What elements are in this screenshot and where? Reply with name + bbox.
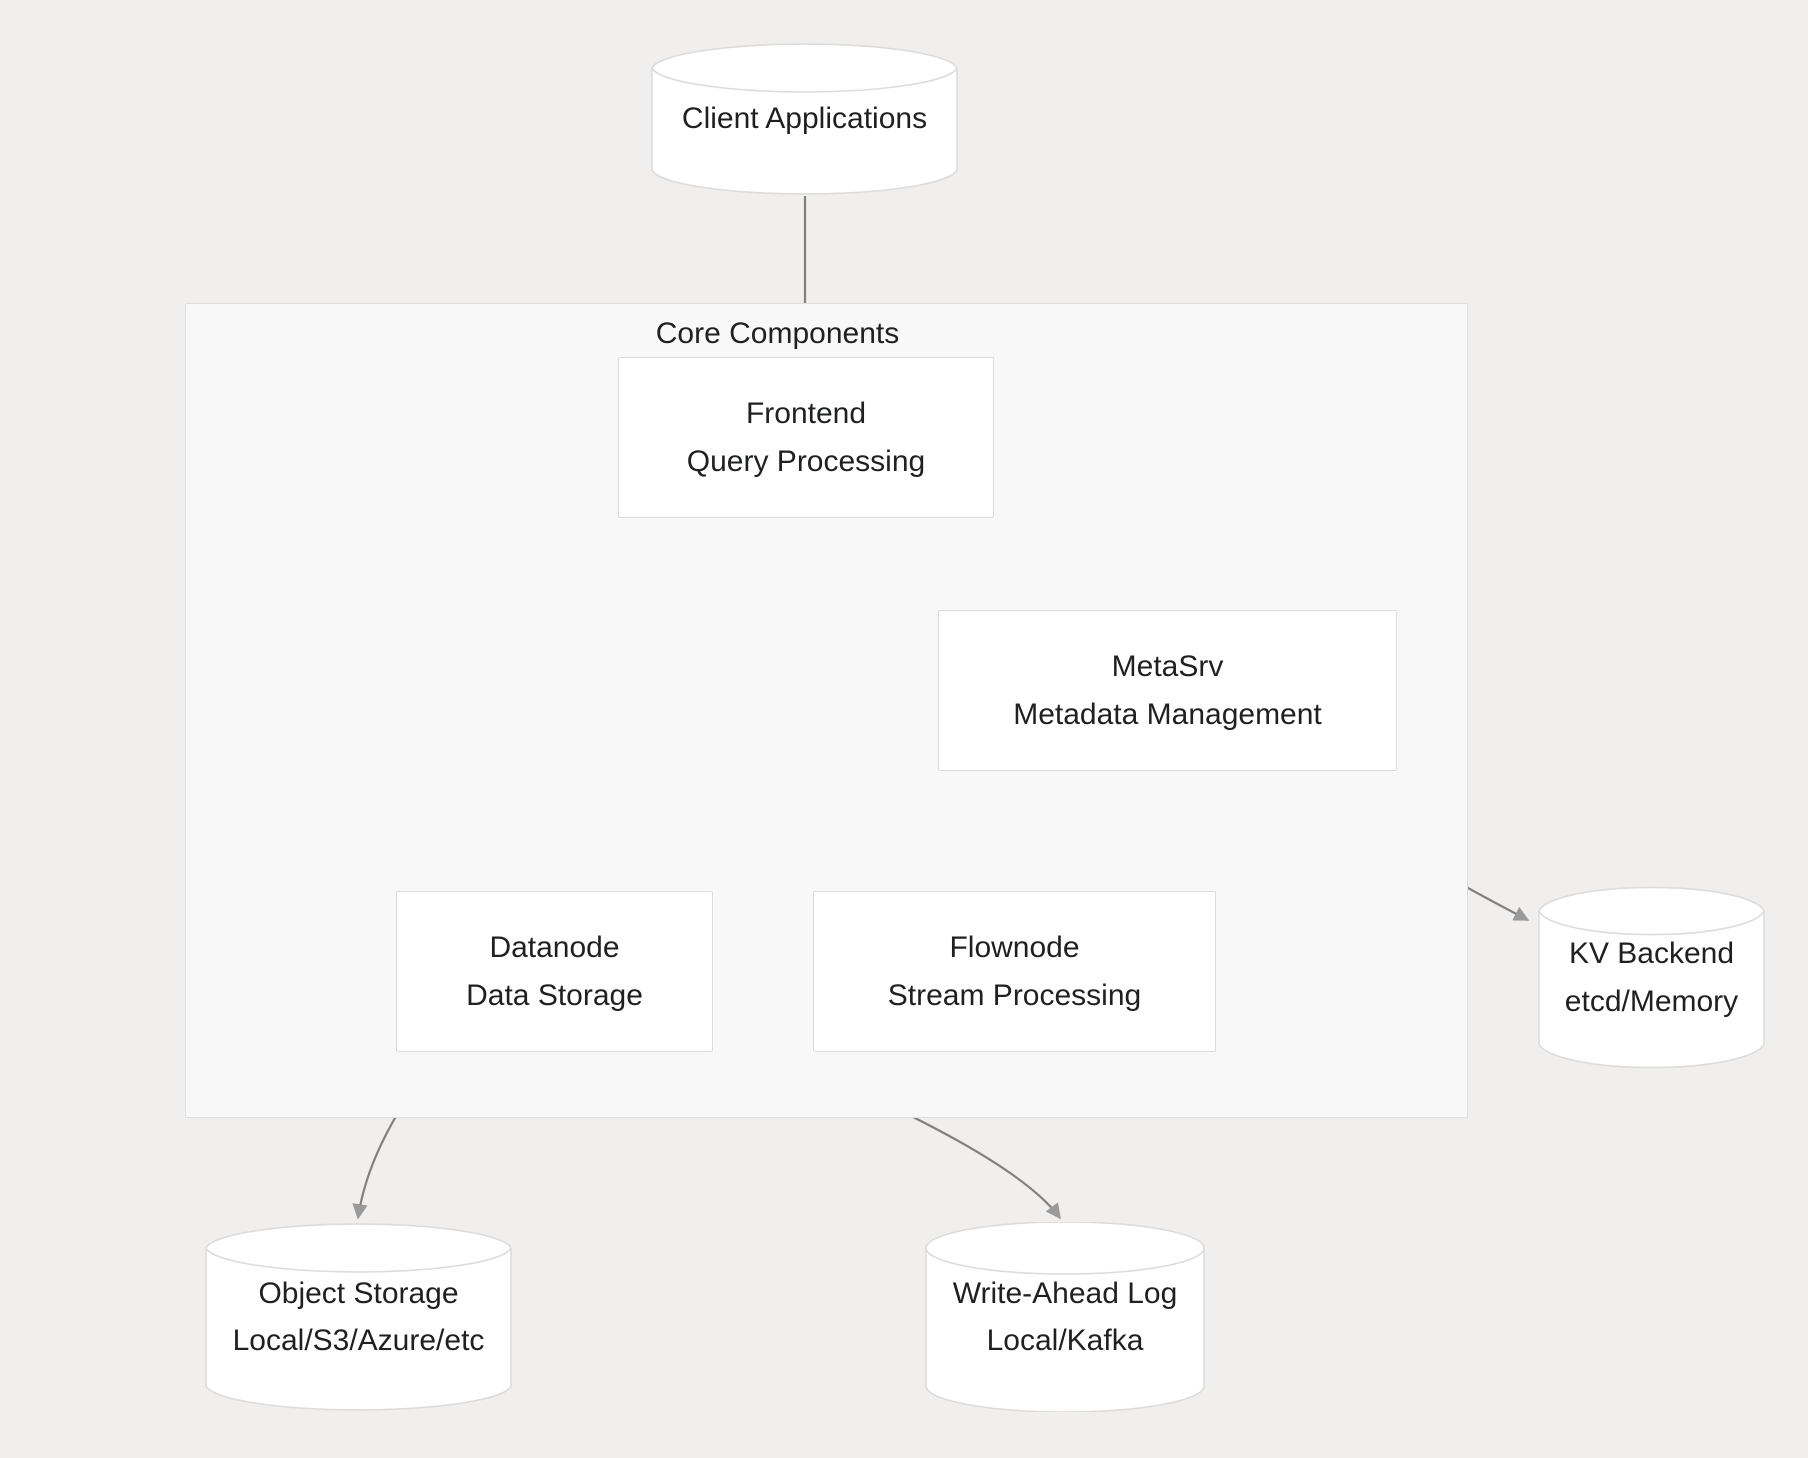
node-label-line2: Data Storage — [466, 978, 643, 1012]
node-label-line1: KV Backend — [1568, 937, 1735, 970]
node-label-line1: Write-Ahead Log — [952, 1276, 1178, 1310]
node-label-line1: Frontend — [745, 397, 867, 430]
node-frontend[interactable]: Frontend Query Processing — [618, 357, 994, 518]
node-label-line1: Object Storage — [258, 1276, 459, 1310]
node-kv-backend[interactable]: KV Backend etcd/Memory — [1538, 885, 1765, 1070]
node-label-line2: Stream Processing — [887, 978, 1142, 1012]
node-datanode[interactable]: Datanode Data Storage — [396, 891, 713, 1052]
node-label-line2: Query Processing — [686, 444, 926, 478]
subgraph-core-components-label: Core Components — [655, 317, 900, 350]
node-label-line1: MetaSrv — [1111, 650, 1224, 683]
node-write-ahead-log[interactable]: Write-Ahead Log Local/Kafka — [925, 1222, 1205, 1412]
node-metasrv[interactable]: MetaSrv Metadata Management — [938, 610, 1397, 771]
node-label-line1: Datanode — [489, 931, 620, 964]
node-label-line1: Client Applications — [681, 102, 928, 136]
node-label-line2: Local/S3/Azure/etc — [232, 1324, 485, 1357]
node-label-line2: Local/Kafka — [986, 1324, 1144, 1357]
node-label-line2: Metadata Management — [1013, 697, 1322, 731]
node-object-storage[interactable]: Object Storage Local/S3/Azure/etc — [205, 1222, 512, 1412]
node-label-line1: Flownode — [949, 931, 1080, 964]
node-client-applications[interactable]: Client Applications — [651, 42, 958, 196]
node-flownode[interactable]: Flownode Stream Processing — [813, 891, 1216, 1052]
node-label-line2: etcd/Memory — [1564, 984, 1739, 1018]
